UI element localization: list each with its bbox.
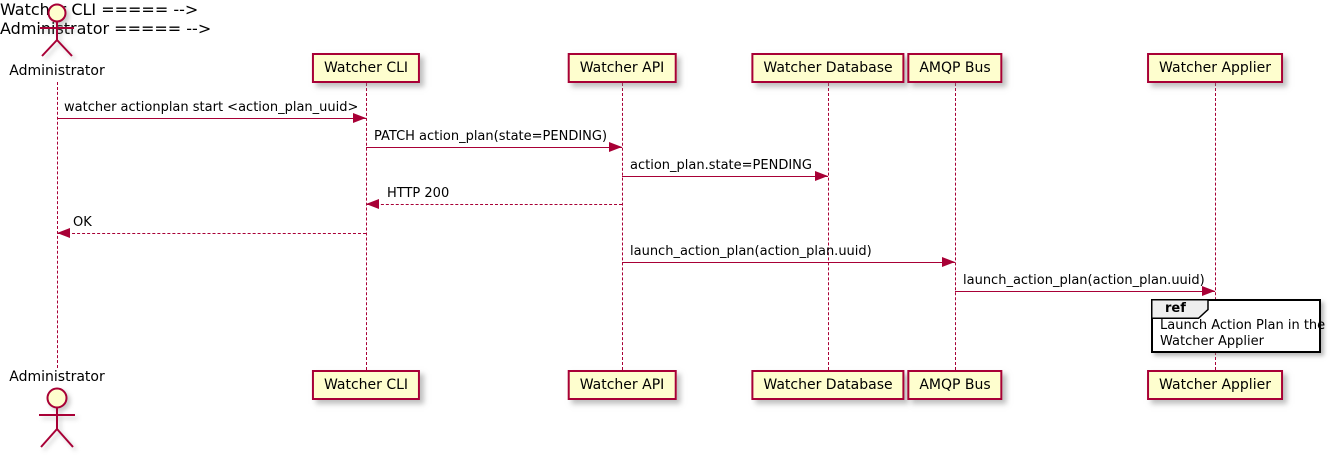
participant-amqp-bus-top: AMQP Bus (907, 53, 1003, 83)
message-line (57, 118, 366, 119)
participant-watcher-applier-bottom: Watcher Applier (1147, 370, 1283, 400)
message-label: HTTP 200 (387, 186, 450, 201)
ref-pentagon-icon (1151, 299, 1209, 319)
arrowhead-icon (609, 142, 622, 152)
ref-keyword-tab: ref (1151, 299, 1209, 319)
message-label: OK (73, 215, 92, 230)
participant-watcher-database-top: Watcher Database (751, 53, 905, 83)
actor-icon (40, 3, 74, 57)
message-line (622, 262, 955, 263)
lifeline-administrator (57, 82, 58, 368)
ref-text: Launch Action Plan in the Watcher Applie… (1160, 318, 1326, 349)
lifeline-watcher-api (622, 83, 623, 370)
message-label: action_plan.state=PENDING (630, 158, 812, 173)
actor-icon (39, 387, 75, 448)
actor-label-bottom: Administrator (9, 369, 105, 385)
message-label: watcher actionplan start <action_plan_uu… (64, 100, 359, 115)
participant-watcher-api-bottom: Watcher API (567, 370, 677, 400)
message-line (366, 204, 622, 205)
arrowhead-icon (942, 257, 955, 267)
arrowhead-icon (1202, 286, 1215, 296)
lifeline-watcher-applier (1215, 83, 1216, 370)
participant-watcher-database-bottom: Watcher Database (751, 370, 905, 400)
ref-fragment: ref Launch Action Plan in the Watcher Ap… (1151, 299, 1325, 353)
message-label: launch_action_plan(action_plan.uuid) (963, 273, 1205, 288)
actor-label-top: Administrator (9, 63, 105, 79)
arrowhead-icon (815, 171, 828, 181)
participant-amqp-bus-bottom: AMQP Bus (907, 370, 1003, 400)
arrowhead-icon (353, 113, 366, 123)
participant-watcher-cli-bottom: Watcher CLI (311, 370, 421, 400)
message-line (366, 147, 622, 148)
lifeline-watcher-database (828, 83, 829, 370)
message-line (955, 291, 1215, 292)
message-label: launch_action_plan(action_plan.uuid) (630, 244, 872, 259)
participant-watcher-applier-top: Watcher Applier (1147, 53, 1283, 83)
lifeline-watcher-cli (366, 83, 367, 370)
participant-watcher-cli-top: Watcher CLI (311, 53, 421, 83)
message-line (57, 233, 366, 234)
ref-keyword: ref (1165, 301, 1186, 316)
message-label: PATCH action_plan(state=PENDING) (374, 129, 608, 144)
arrowhead-icon (57, 228, 70, 238)
arrowhead-icon (366, 199, 379, 209)
lifeline-amqp-bus (955, 83, 956, 370)
participant-watcher-api-top: Watcher API (567, 53, 677, 83)
message-line (622, 176, 828, 177)
